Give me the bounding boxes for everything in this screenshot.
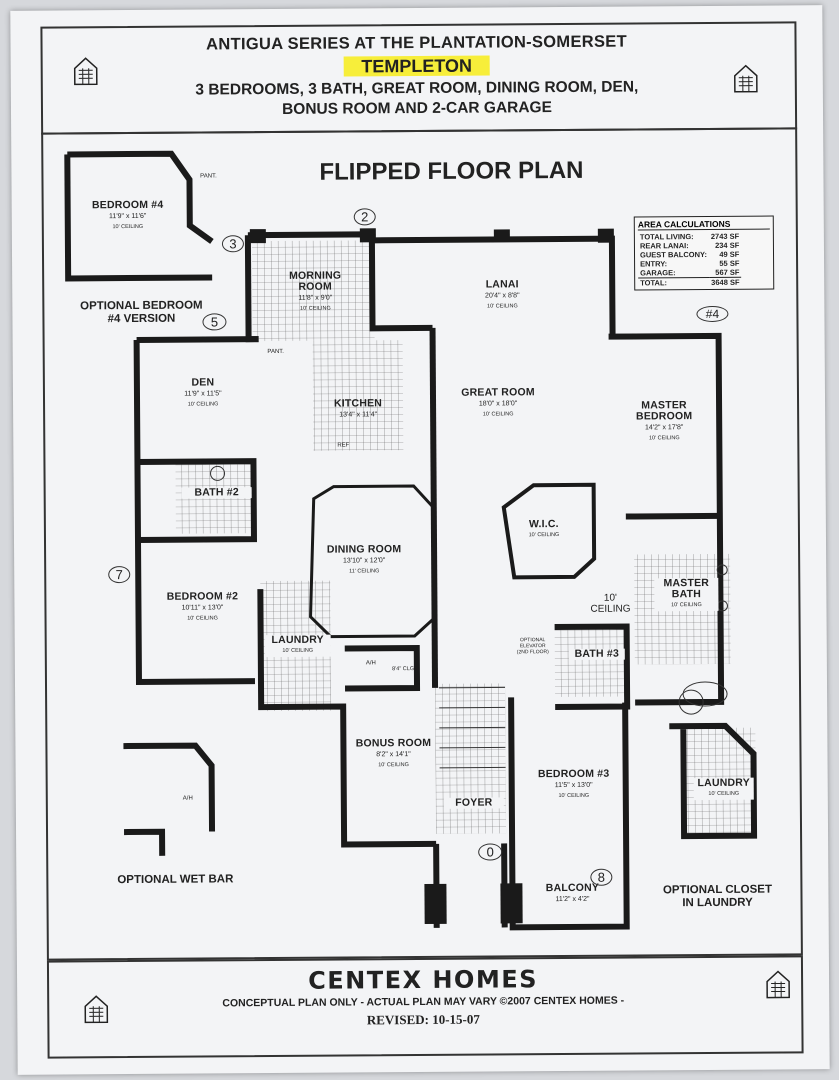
room-name: DEN <box>191 376 215 389</box>
room-ceiling: 10' CEILING <box>112 223 144 231</box>
room-bonus: BONUS ROOM 8'2" x 14'1" 10' CEILING <box>351 736 435 772</box>
annotation-line: OPTIONAL BEDROOM <box>80 299 203 313</box>
handwritten-mark: 2 <box>353 208 376 226</box>
room-dim: 20'4" x 8'8" <box>485 292 520 300</box>
room-ceiling: 10' CEILING <box>300 305 331 312</box>
room-bath-3: BATH #3 <box>568 647 625 660</box>
room-ceiling: 10' CEILING <box>671 602 702 609</box>
room-ceiling: 10' CEILING <box>708 790 740 797</box>
handwritten-mark: 5 <box>202 313 227 331</box>
room-name: LAUNDRY <box>271 633 324 647</box>
room-name: BATH #2 <box>194 486 239 499</box>
house-logo-icon <box>73 57 98 86</box>
optional-closet-label: OPTIONAL CLOSET IN LAUNDRY <box>652 883 782 910</box>
room-name: BEDROOM <box>635 410 693 423</box>
room-name: GREAT ROOM <box>461 386 535 399</box>
handwritten-mark: 0 <box>478 843 503 861</box>
room-lanai: LANAI 20'4" x 8'8" 10' CEILING <box>452 278 552 313</box>
pantry-label: PANT. <box>267 348 284 356</box>
room-dim: 11'9" x 11'6" <box>109 212 147 221</box>
room-dim: 14'2" x 17'8" <box>644 424 684 432</box>
hall-ceiling-label: 10' CEILING <box>590 592 631 615</box>
room-bath-2: BATH #2 <box>181 486 252 499</box>
ah-label: A/H <box>365 660 376 667</box>
room-master-bedroom: MASTER BEDROOM 14'2" x 17'8" 10' CEILING <box>619 399 709 445</box>
room-dim: 11'8" x 9'0" <box>298 294 333 302</box>
room-bedroom-2: BEDROOM #2 10'11" x 13'0" 10' CEILING <box>152 590 252 625</box>
room-great: GREAT ROOM 18'0" x 18'0" 10' CEILING <box>443 386 553 421</box>
room-name: BEDROOM #2 <box>166 590 239 603</box>
room-ceiling: 10' CEILING <box>482 411 514 418</box>
room-name: W.I.C. <box>528 518 559 531</box>
elevator-label: OPTIONAL ELEVATOR (2ND FLOOR) <box>513 637 553 655</box>
room-ceiling: 11' CEILING <box>349 568 380 575</box>
pantry-label: PANT. <box>200 173 217 180</box>
floor-plan-sheet: ANTIGUA SERIES AT THE PLANTATION-SOMERSE… <box>10 5 830 1075</box>
room-name: KITCHEN <box>333 397 383 410</box>
room-name: FOYER <box>455 796 493 809</box>
room-kitchen: KITCHEN 13'4" x 11'4" <box>313 397 403 421</box>
annotation-line: IN LAUNDRY <box>682 896 753 910</box>
room-dining: DINING ROOM 13'10" x 12'0" 11' CEILING <box>314 543 414 578</box>
house-logo-icon <box>734 64 758 93</box>
room-foyer: FOYER <box>443 796 504 809</box>
room-laundry-optional: LAUNDRY 10' CEILING <box>693 776 754 801</box>
room-name: BEDROOM #4 <box>91 198 164 212</box>
room-ceiling: 10' CEILING <box>187 615 218 622</box>
room-name: LAUNDRY <box>697 776 750 790</box>
room-dim: 11'9" x 11'5" <box>184 390 222 398</box>
room-dim: 18'0" x 18'0" <box>478 400 518 408</box>
house-logo-icon <box>766 970 790 999</box>
optional-bedroom-label: OPTIONAL BEDROOM #4 VERSION <box>66 299 216 326</box>
room-name: DINING ROOM <box>326 543 402 556</box>
ref-label: REF <box>337 442 350 449</box>
room-dim: 8'2" x 14'1" <box>376 751 411 759</box>
closet-ceiling-label: 8'4" CLG. <box>392 666 416 673</box>
room-balcony: BALCONY 11'2" x 4'2" <box>532 882 612 906</box>
room-name: ROOM <box>298 280 333 293</box>
house-logo-icon <box>84 995 109 1024</box>
room-wic: W.I.C. 10' CEILING <box>514 518 574 541</box>
room-ceiling: 10' CEILING <box>528 532 560 539</box>
handwritten-mark: 7 <box>108 566 131 584</box>
room-ceiling: 10' CEILING <box>187 401 219 408</box>
room-name: BATH #3 <box>574 647 620 660</box>
room-dim: 11'2" x 4'2" <box>555 895 590 904</box>
room-ceiling: 10' CEILING <box>558 792 590 800</box>
annotation-line: OPTIONAL CLOSET <box>662 883 773 897</box>
handwritten-mark: 8 <box>590 868 613 886</box>
room-name: BATH <box>671 588 702 601</box>
room-master-bath: MASTER BATH 10' CEILING <box>654 577 719 612</box>
elevator-line: (2ND FLOOR) <box>516 649 549 656</box>
floor-plan-walls <box>64 150 758 931</box>
room-ceiling: 10' CEILING <box>378 762 409 769</box>
room-bedroom-4: BEDROOM #4 11'9" x 11'6" 10' CEILING <box>78 198 178 234</box>
room-laundry: LAUNDRY 10' CEILING <box>264 633 331 658</box>
room-name: BONUS ROOM <box>355 736 432 750</box>
room-morning: MORNING ROOM 11'8" x 9'0" 10' CEILING <box>260 270 370 315</box>
footer-brand: CENTEX HOMES <box>308 965 539 995</box>
ah-label: A/H <box>182 795 193 802</box>
handwritten-mark: 3 <box>221 235 244 253</box>
room-ceiling: 10' CEILING <box>486 303 518 310</box>
room-dim: 13'10" x 12'0" <box>342 557 386 565</box>
room-ceiling: 10' CEILING <box>648 435 680 442</box>
room-den: DEN 11'9" x 11'5" 10' CEILING <box>153 376 253 411</box>
room-dim: 10'11" x 13'0" <box>181 604 224 612</box>
annotation-line: #4 VERSION <box>107 312 176 326</box>
room-name: LANAI <box>485 278 519 291</box>
room-ceiling: 10' CEILING <box>282 647 314 654</box>
room-name: BEDROOM #3 <box>537 767 610 781</box>
room-bedroom-3: BEDROOM #3 11'5" x 13'0" 10' CEILING <box>524 767 624 803</box>
room-dim: 11'5" x 13'0" <box>554 781 593 790</box>
optional-wet-bar-label: OPTIONAL WET BAR <box>117 873 234 887</box>
room-dim: 13'4" x 11'4" <box>339 411 378 419</box>
